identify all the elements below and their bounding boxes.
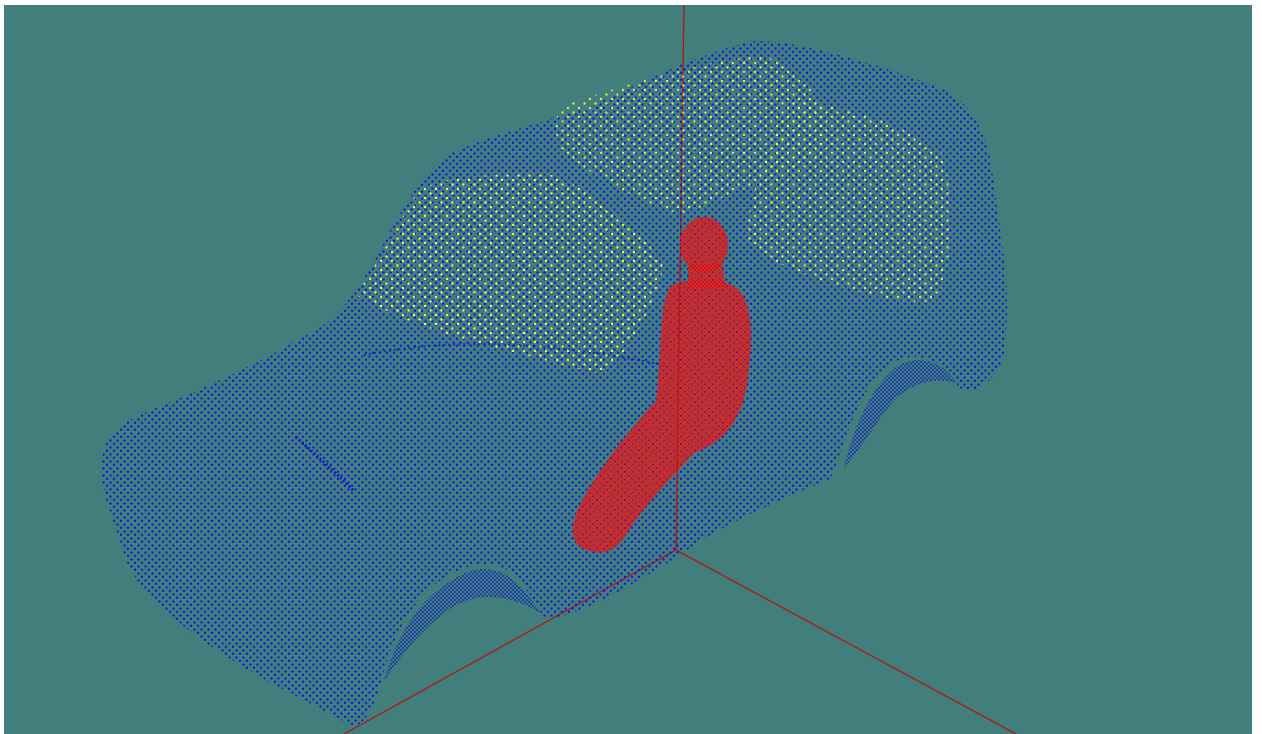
rear-window-highlight <box>746 101 951 302</box>
rear-wheel-arch <box>844 360 956 467</box>
occupant-torso-and-legs <box>572 279 751 553</box>
windshield-highlight <box>356 174 664 375</box>
car-point-cloud[interactable] <box>101 40 1008 728</box>
occupant-head <box>680 217 728 273</box>
roof-highlight <box>555 55 826 215</box>
front-wheel-arch <box>384 568 540 681</box>
axis-depth <box>675 549 1017 734</box>
occupant-point-cloud[interactable] <box>572 217 751 553</box>
3d-viewport[interactable] <box>4 5 1252 734</box>
axis-vertical-front <box>675 254 681 551</box>
scene-canvas[interactable] <box>4 5 1252 734</box>
